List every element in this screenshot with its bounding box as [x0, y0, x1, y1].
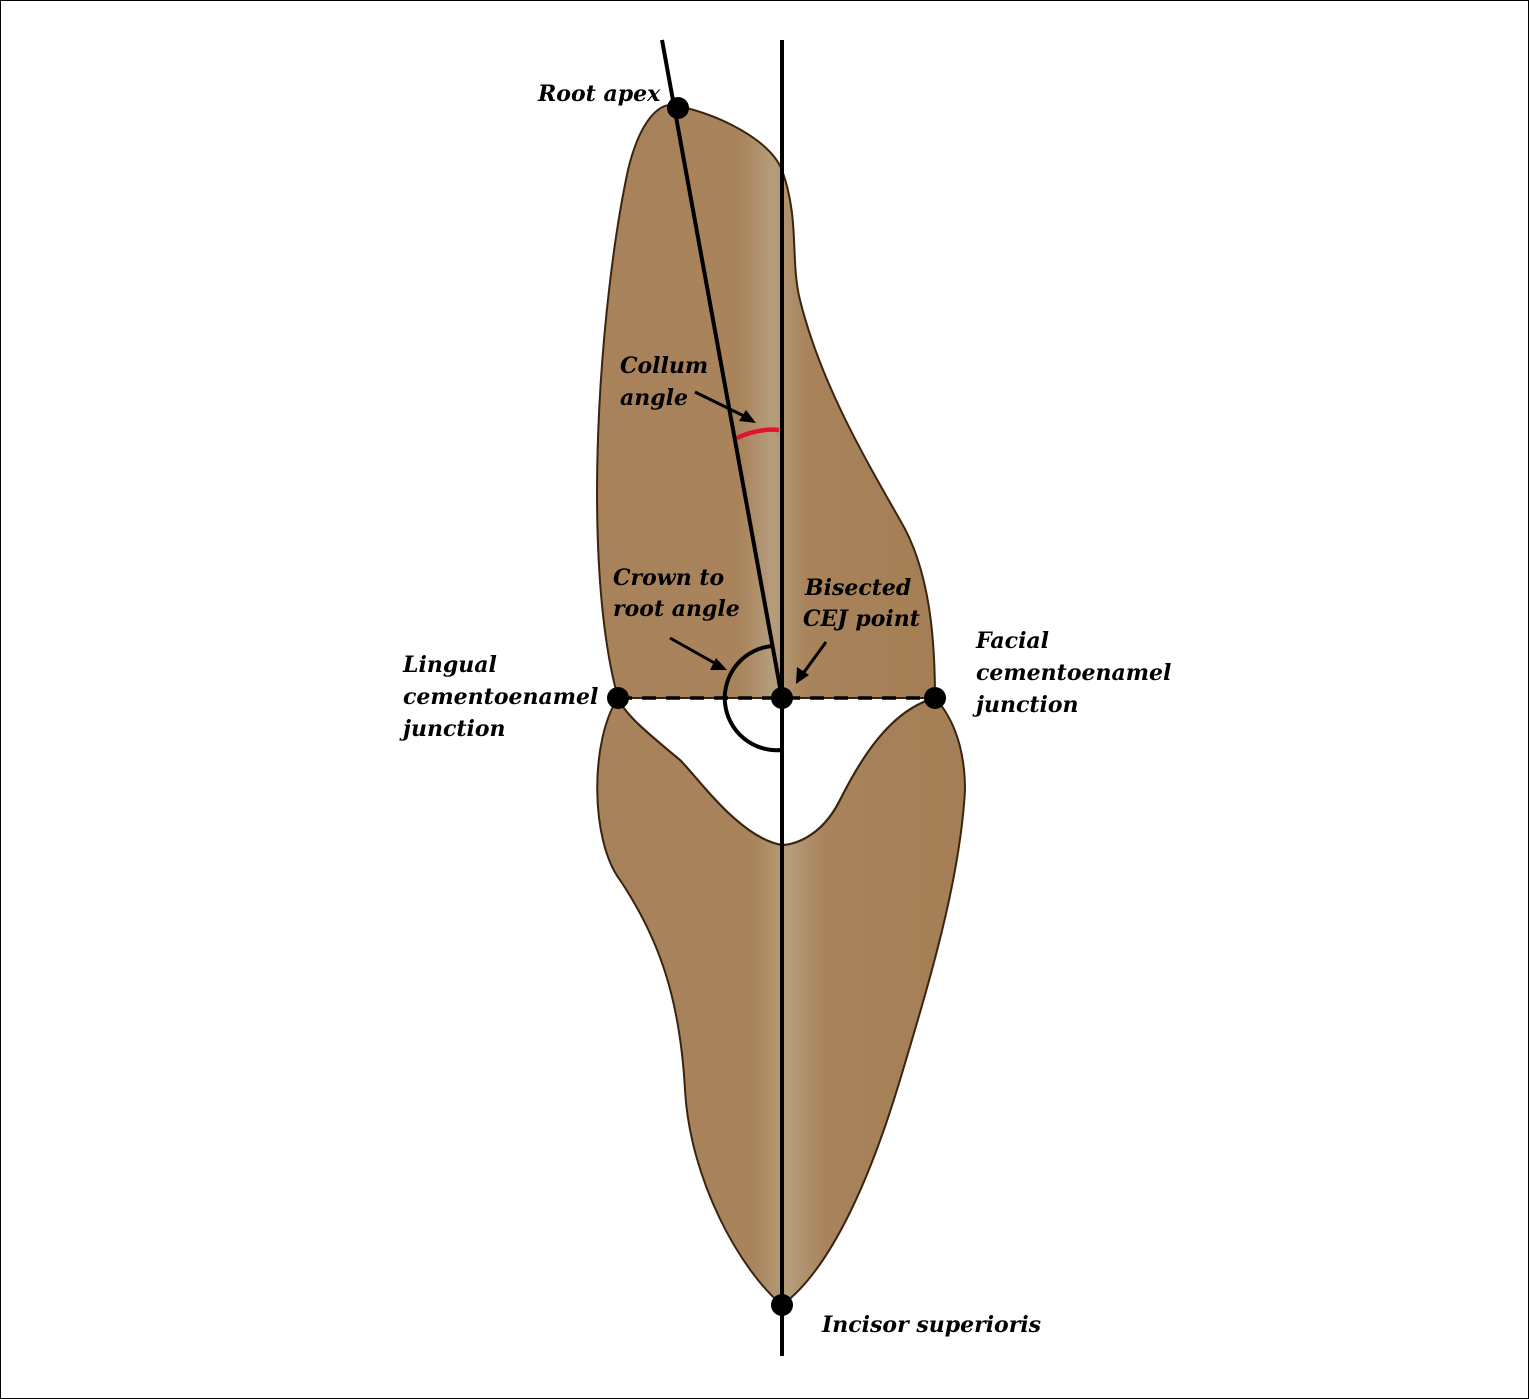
- label-bisected-cej-1: Bisected: [804, 575, 911, 601]
- root-apex-point: [667, 97, 689, 119]
- root-axis-line: [660, 39, 784, 699]
- label-lingual-cej-3: junction: [399, 716, 506, 742]
- collum-angle-arrow: [694, 390, 756, 423]
- crown-to-root-arrow: [669, 636, 727, 670]
- label-lingual-cej-2: cementoenamel: [403, 684, 598, 710]
- label-facial-cej-2: cementoenamel: [976, 660, 1171, 686]
- bisected-cej-point: [771, 687, 793, 709]
- facial-cej-point: [924, 687, 946, 709]
- label-crown-to-root-2: root angle: [613, 596, 740, 622]
- label-bisected-cej-2: CEJ point: [803, 606, 920, 632]
- label-incisor-superioris: Incisor superioris: [821, 1312, 1041, 1338]
- incisor-superioris-point: [771, 1294, 793, 1316]
- lingual-cej-point: [607, 687, 629, 709]
- label-collum-angle-1: Collum: [620, 353, 708, 379]
- label-root-apex: Root apex: [537, 81, 661, 107]
- label-facial-cej-3: junction: [972, 692, 1079, 718]
- label-collum-angle-2: angle: [620, 385, 688, 411]
- label-lingual-cej-1: Lingual: [402, 652, 497, 678]
- label-crown-to-root-1: Crown to: [613, 565, 724, 591]
- bisected-cej-arrow: [796, 641, 828, 684]
- label-facial-cej-1: Facial: [975, 628, 1049, 654]
- collum-angle-arc: [736, 427, 780, 441]
- crown-to-root-angle-arc: [722, 644, 783, 753]
